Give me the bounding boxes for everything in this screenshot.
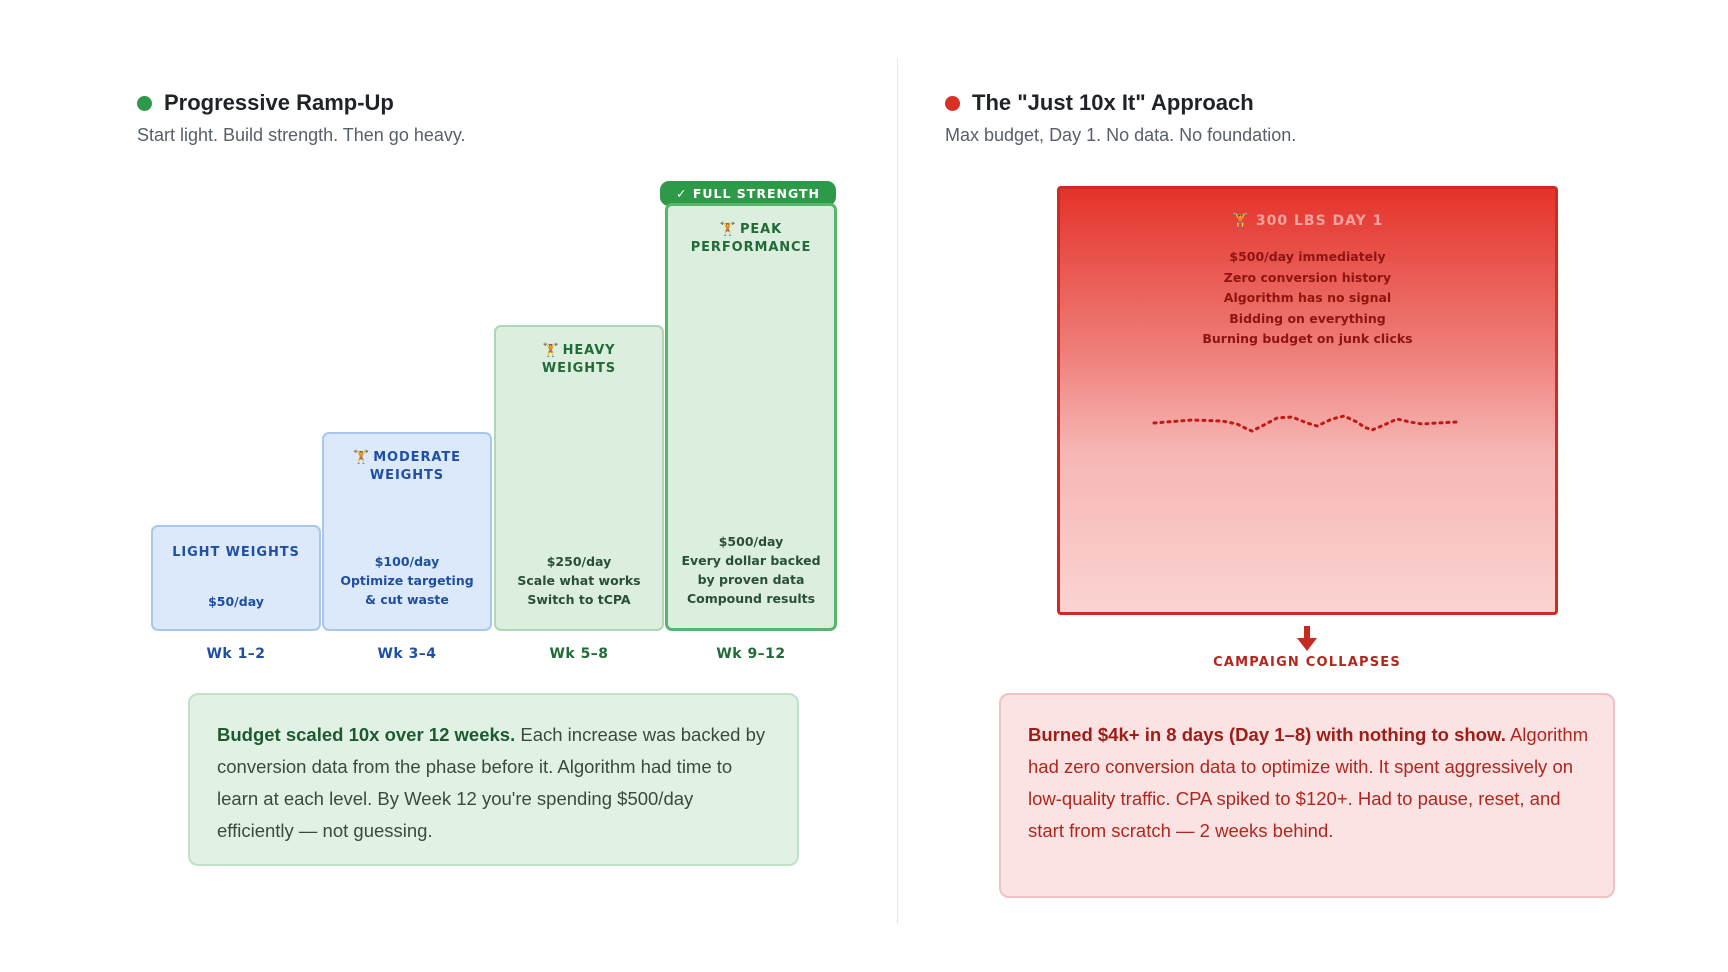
step-line: Scale what works xyxy=(517,573,641,588)
left-panel-header: Progressive Ramp-Up Start light. Build s… xyxy=(137,90,466,146)
right-panel-header: The "Just 10x It" Approach Max budget, D… xyxy=(945,90,1296,146)
step-body: $500/day Every dollar backed by proven d… xyxy=(668,532,834,608)
step-line: $50/day xyxy=(208,594,264,609)
left-title-text: Progressive Ramp-Up xyxy=(164,90,394,115)
panel-divider xyxy=(897,58,898,923)
max-budget-box: 🏋 300 LBS DAY 1 $500/day immediately Zer… xyxy=(1057,186,1558,615)
weight-lifter-icon: 🏋 xyxy=(1231,213,1256,229)
step-title-line: WEIGHTS xyxy=(369,468,445,483)
week-label: Wk 5–8 xyxy=(549,646,609,662)
right-panel-subtitle: Max budget, Day 1. No data. No foundatio… xyxy=(945,125,1297,145)
step-title-line: PERFORMANCE xyxy=(690,240,812,255)
left-panel-subtitle: Start light. Build strength. Then go hea… xyxy=(137,125,466,145)
weight-lifter-icon: 🏋 xyxy=(353,450,371,465)
box-line: Zero conversion history xyxy=(1223,269,1392,285)
note-bold-text: Budget scaled 10x over 12 weeks. xyxy=(217,724,516,745)
step-peak-performance: 🏋PEAK PERFORMANCE $500/day Every dollar … xyxy=(665,203,837,631)
weight-lifter-icon: 🏋 xyxy=(542,343,560,358)
box-line: Burning budget on junk clicks xyxy=(1202,331,1413,346)
right-title-text: The "Just 10x It" Approach xyxy=(972,90,1254,115)
step-title-line: HEAVY xyxy=(562,343,616,358)
step-line: Optimize targeting xyxy=(340,573,474,588)
step-title: 🏋MODERATE WEIGHTS xyxy=(324,449,490,485)
campaign-collapses-label: CAMPAIGN COLLAPSES xyxy=(1213,655,1401,670)
box-line: Bidding on everything xyxy=(1229,310,1386,326)
note-body-text: Each increase was backed by conversion d… xyxy=(217,724,766,841)
arrow-down-icon xyxy=(1297,626,1317,651)
box-line: $500/day immediately xyxy=(1229,249,1386,264)
box-title-text: 300 LBS DAY 1 xyxy=(1255,213,1384,229)
right-panel-title: The "Just 10x It" Approach xyxy=(945,90,1296,116)
weight-lifter-icon: 🏋 xyxy=(719,222,737,237)
step-title-line: MODERATE xyxy=(373,450,461,465)
step-title: 🏋HEAVY WEIGHTS xyxy=(496,342,662,378)
burn-summary-note: Burned $4k+ in 8 days (Day 1–8) with not… xyxy=(999,693,1615,898)
ramp-up-summary-note: Budget scaled 10x over 12 weeks. Each in… xyxy=(188,693,799,866)
note-bold-text: Burned $4k+ in 8 days (Day 1–8) with not… xyxy=(1028,724,1506,745)
step-light-weights: LIGHT WEIGHTS $50/day xyxy=(151,525,321,631)
step-moderate-weights: 🏋MODERATE WEIGHTS $100/day Optimize targ… xyxy=(322,432,492,631)
step-line: Switch to tCPA xyxy=(527,592,631,607)
step-title: LIGHT WEIGHTS xyxy=(172,545,300,560)
step-line: & cut waste xyxy=(365,592,449,607)
step-title: 🏋PEAK PERFORMANCE xyxy=(668,221,834,257)
week-label: Wk 9–12 xyxy=(716,646,786,662)
step-heavy-weights: 🏋HEAVY WEIGHTS $250/day Scale what works… xyxy=(494,325,664,631)
week-label: Wk 1–2 xyxy=(206,646,266,662)
step-body: $50/day xyxy=(153,592,319,611)
step-line: by proven data xyxy=(697,572,805,587)
step-title-line: WEIGHTS xyxy=(541,361,617,376)
step-title-line: PEAK xyxy=(739,222,783,237)
step-line: Compound results xyxy=(686,591,816,606)
erratic-signal-line xyxy=(1152,414,1459,433)
box-lines: $500/day immediately Zero conversion his… xyxy=(1060,247,1555,350)
green-status-dot xyxy=(137,95,152,111)
week-label: Wk 3–4 xyxy=(377,646,437,662)
note-body-text: Algorithm had zero conversion data to op… xyxy=(1028,724,1589,841)
left-panel-title: Progressive Ramp-Up xyxy=(137,90,466,116)
box-title: 🏋 300 LBS DAY 1 xyxy=(1060,213,1555,229)
full-strength-badge: ✓ FULL STRENGTH xyxy=(660,181,836,206)
step-line: $100/day xyxy=(374,554,440,569)
step-body: $100/day Optimize targeting & cut waste xyxy=(324,552,490,609)
step-line: Every dollar backed xyxy=(681,553,821,568)
red-status-dot xyxy=(945,95,960,111)
step-line: $500/day xyxy=(718,534,784,549)
step-body: $250/day Scale what works Switch to tCPA xyxy=(496,552,662,609)
box-line: Algorithm has no signal xyxy=(1223,290,1392,305)
step-line: $250/day xyxy=(546,554,612,569)
